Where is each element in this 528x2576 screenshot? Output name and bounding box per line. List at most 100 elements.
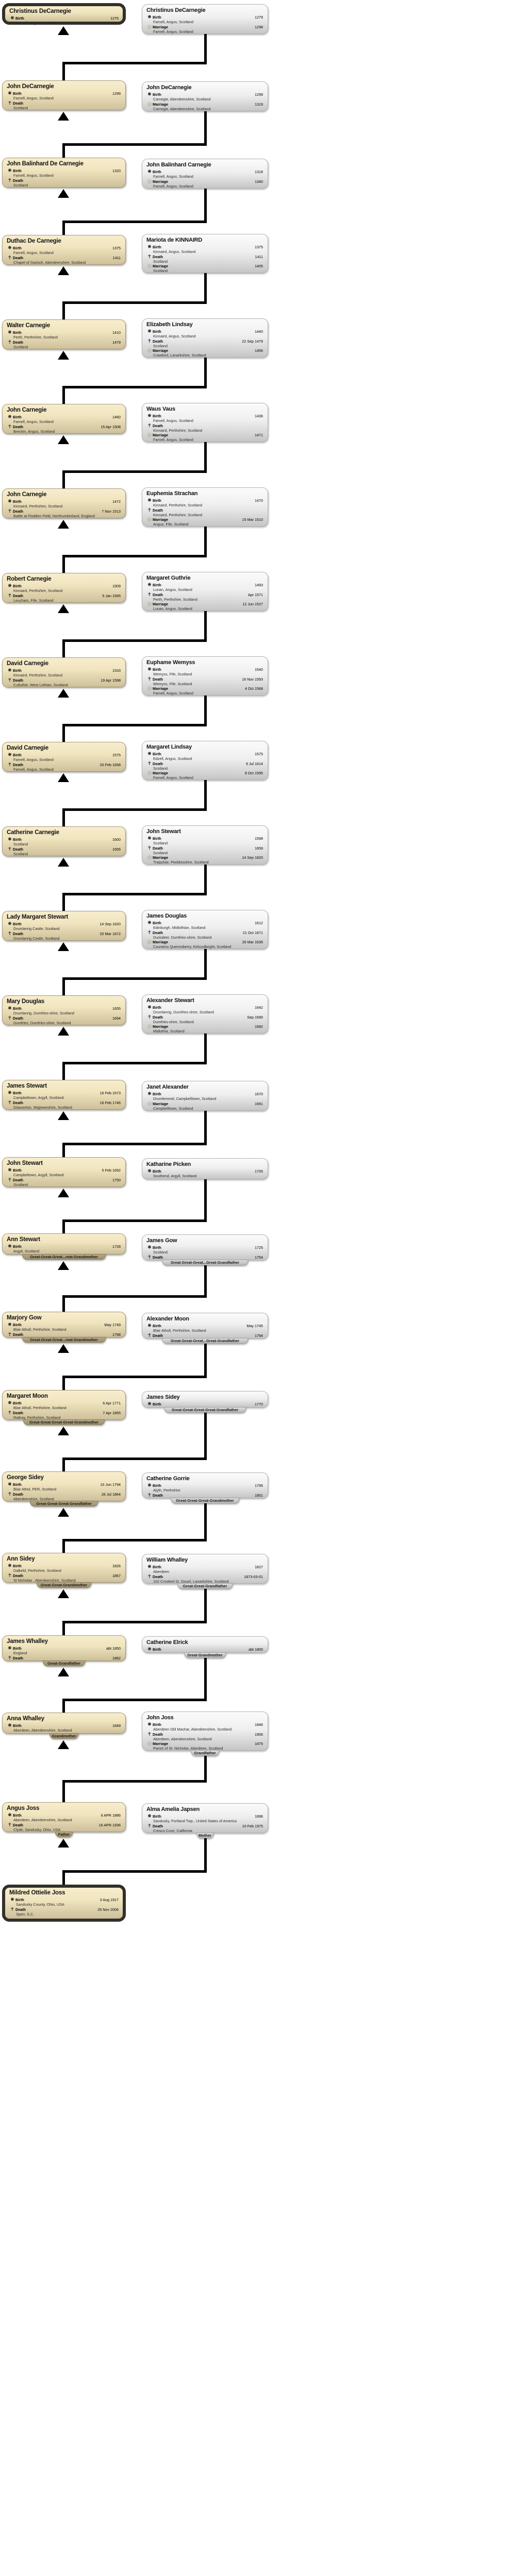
event-date: 25 Nov 2006 <box>97 1907 119 1912</box>
marriage-rings-icon: ◎ <box>147 178 152 184</box>
event-label: Death <box>153 423 163 428</box>
event-date: 1472 <box>112 499 121 504</box>
death-cross-icon: ✝ <box>7 1655 12 1661</box>
event-label: Birth <box>153 1722 161 1727</box>
event-label: Birth <box>153 1005 161 1010</box>
event-label: Birth <box>13 1091 22 1095</box>
relationship-badge: Great-Great-Grandfather <box>177 1583 233 1589</box>
event-place: Countess Quennsberry, Kirkcudbright, Sco… <box>153 944 232 950</box>
connector-line <box>204 34 207 64</box>
death-cross-icon: ✝ <box>7 1572 12 1579</box>
death-cross-icon: ✝ <box>7 1410 12 1416</box>
event-label: Death <box>13 1573 23 1578</box>
event-date: 1798 <box>112 1332 121 1337</box>
connector-line <box>62 301 205 304</box>
event-date: 1867 <box>112 1573 121 1578</box>
event-place: Farnell, Angus, Scotland <box>153 29 193 34</box>
birth-star-icon: ✹ <box>7 1400 12 1406</box>
connector-line <box>204 189 207 223</box>
birth-star-icon: ✹ <box>147 498 152 503</box>
event-label: Birth <box>15 16 24 21</box>
relationship-badge: Mother <box>196 1833 214 1838</box>
connector-line <box>204 696 207 726</box>
event-label: Birth <box>153 836 161 841</box>
event-label: Death <box>13 1332 23 1337</box>
event-place: Durisdeer, Dumfries-shire, Scotland <box>153 935 212 940</box>
birth-star-icon: ✹ <box>7 1563 12 1569</box>
connector-line <box>204 949 207 980</box>
event-place: Chapel of Garioch, Aberdeenshire, Scotla… <box>13 260 86 265</box>
relationship-badge: Great-Great-Great-Grandfather <box>29 1501 98 1506</box>
event-place: Aberdeen <box>153 1569 170 1574</box>
person-name: Euphame Wemyss <box>146 659 195 666</box>
event-place: Rattray, Perthshire, Scotland <box>13 1415 61 1420</box>
death-cross-icon: ✝ <box>7 508 12 514</box>
event-label: Marriage <box>153 24 168 29</box>
event-date: 1655 <box>112 846 121 852</box>
relationship-badge: Great-Grandmother <box>184 1652 226 1658</box>
event-label: Marriage <box>153 771 168 776</box>
event-place: Cresco Cove, California <box>153 1828 192 1833</box>
death-cross-icon: ✝ <box>7 1822 12 1828</box>
death-cross-icon: ✝ <box>7 1331 12 1337</box>
event-place: Farnell, Angus, Scotland <box>153 20 193 24</box>
event-label: Marriage <box>153 433 168 438</box>
